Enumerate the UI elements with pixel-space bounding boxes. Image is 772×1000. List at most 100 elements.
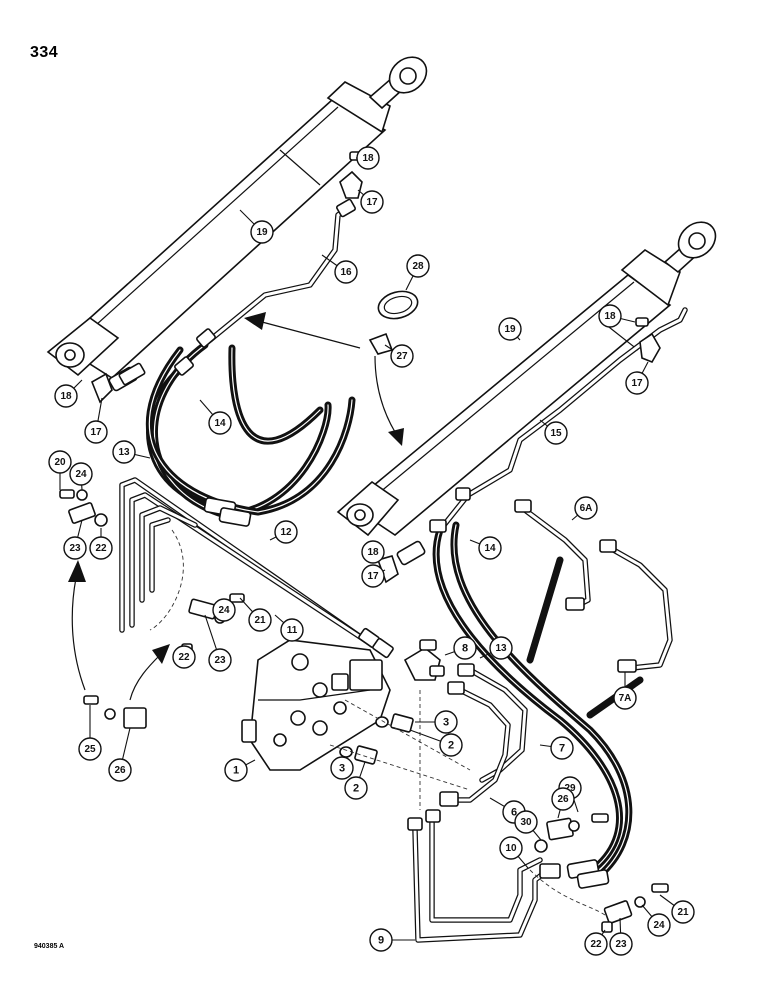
callout-circle: [390, 344, 414, 368]
callout-label: 29: [564, 783, 576, 794]
callout-label: 18: [604, 311, 616, 322]
callout-label: 24: [653, 920, 665, 931]
callout-circle: [224, 758, 248, 782]
callout-circle: [69, 462, 93, 486]
clamp-bottom-right: [529, 869, 669, 933]
callout-label: 10: [505, 843, 517, 854]
callout-11: 11: [274, 614, 304, 642]
tube-15: [437, 307, 688, 533]
callout-circle: [84, 420, 108, 444]
callout-22: 22: [584, 929, 608, 956]
page-number: 334: [30, 44, 59, 61]
callout-21: 21: [659, 894, 695, 924]
callout-1: 1: [224, 758, 256, 782]
callout-28: 28: [405, 254, 430, 291]
callout-label: 16: [340, 267, 352, 278]
callout-label: 22: [95, 543, 107, 554]
callout-circle: [330, 756, 354, 780]
callout-circle: [598, 304, 622, 328]
tube-7A: [599, 539, 673, 673]
callout-label: 30: [520, 817, 532, 828]
callout-18: 18: [54, 379, 83, 408]
callout-label: 12: [280, 527, 292, 538]
callout-label: 9: [378, 935, 384, 947]
callout-circle: [280, 618, 304, 642]
callout-15: 15: [539, 419, 568, 445]
callout-3: 3: [415, 710, 458, 734]
callout-17: 17: [625, 361, 649, 395]
callout-label: 2: [448, 740, 454, 752]
callout-label: 6: [511, 807, 517, 819]
callout-circle: [361, 540, 385, 564]
callout-label: 26: [557, 794, 569, 805]
callout-21: 21: [239, 597, 272, 632]
fittings-2-3: [329, 699, 471, 791]
callout-circle: [369, 928, 393, 952]
callout-label: 8: [462, 643, 468, 655]
callout-circle: [344, 776, 368, 800]
callout-22: 22: [89, 528, 113, 560]
callout-label: 11: [287, 625, 298, 636]
callout-20: 20: [48, 450, 72, 490]
callout-label: 3: [443, 717, 449, 729]
callout-circle: [172, 645, 196, 669]
callout-label: 18: [60, 391, 72, 402]
callout-circle: [609, 932, 633, 956]
callout-circle: [78, 737, 102, 761]
callout-circle: [574, 496, 598, 520]
right-cylinder: [336, 221, 717, 537]
callout-circle: [250, 220, 274, 244]
callout-circle: [453, 636, 477, 660]
callout-8: 8: [444, 636, 477, 660]
callout-label: 19: [256, 227, 268, 238]
callout-label: 23: [615, 939, 627, 950]
callout-19: 19: [498, 317, 522, 341]
callout-23: 23: [609, 917, 633, 956]
callout-circle: [647, 913, 671, 937]
callout-circle: [551, 787, 575, 811]
callout-circle: [498, 317, 522, 341]
callout-24: 24: [69, 462, 93, 491]
callout-circle: [613, 686, 637, 710]
callout-18: 18: [361, 540, 385, 564]
callout-circle: [671, 900, 695, 924]
callout-label: 22: [590, 939, 602, 950]
callout-label: 17: [90, 427, 102, 438]
callout-label: 6A: [580, 503, 593, 514]
callout-label: 24: [218, 605, 230, 616]
callout-label: 28: [412, 261, 424, 272]
callout-23: 23: [63, 519, 87, 560]
callout-circle: [625, 371, 649, 395]
callout-label: 18: [362, 153, 374, 164]
callout-circle: [550, 736, 574, 760]
callout-circle: [360, 190, 384, 214]
tee-fitting-8: [403, 639, 445, 810]
clamp-lower-left: [83, 695, 147, 729]
callout-label: 13: [118, 447, 130, 458]
callout-circle: [208, 411, 232, 435]
tube-16: [207, 198, 356, 343]
tube-9-10: [407, 809, 561, 943]
callout-label: 23: [69, 543, 81, 554]
callout-10: 10: [499, 836, 529, 869]
callout-2: 2: [344, 761, 368, 800]
callout-label: 17: [367, 571, 379, 582]
callout-14: 14: [469, 536, 502, 560]
callout-circle: [406, 254, 430, 278]
callout-3: 3: [330, 756, 354, 780]
tube-frame-11-12: [119, 477, 394, 659]
callout-label: 27: [396, 351, 408, 362]
callout-circle: [212, 598, 236, 622]
hoses-upper: [118, 328, 356, 527]
callout-2: 2: [409, 729, 463, 757]
callout-label: 1: [233, 765, 239, 777]
callout-18: 18: [356, 146, 380, 170]
callout-26: 26: [551, 787, 575, 819]
callout-label: 20: [54, 457, 66, 468]
callout-label: 25: [84, 744, 96, 755]
callout-17: 17: [84, 397, 108, 444]
callout-25: 25: [78, 705, 102, 761]
hose-clamp-28: [368, 290, 419, 355]
upper-left-cylinder: [46, 56, 428, 380]
